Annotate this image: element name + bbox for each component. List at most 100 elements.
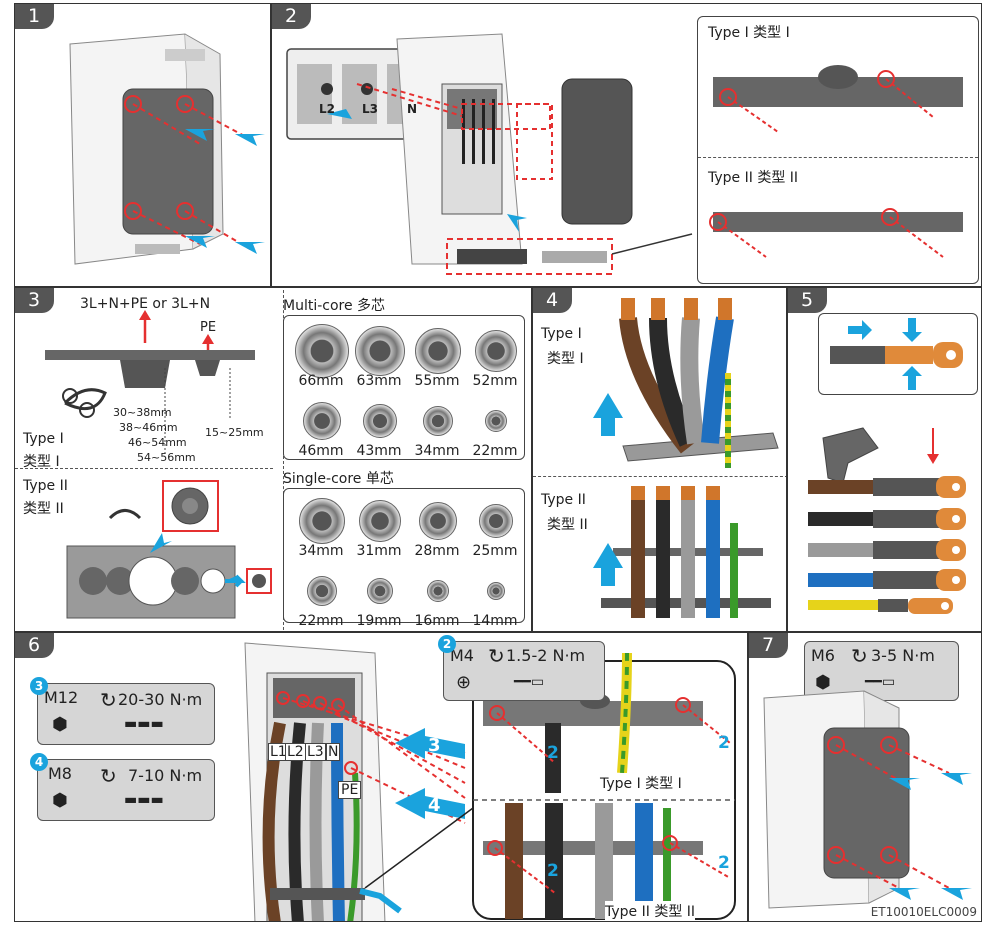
step-number: 2: [272, 4, 311, 29]
gland-size-item: 19mm: [350, 565, 408, 631]
panel-step-6: 6 M12 ⬢ ↻ 20-30 N·m ▬▬▬ 3 M8 ⬢ ↻ 7-10 N·…: [14, 632, 748, 922]
type1-text: Type I: [541, 326, 582, 342]
cover-removal-illustration: [69, 33, 265, 265]
terminal-label-l2: L2: [285, 743, 306, 761]
torque-spec-m8: M8 ⬢ ↻ 7-10 N·m ▬▬▬: [37, 759, 215, 821]
gland-ring-icon: [487, 582, 505, 600]
gland-ring-icon: [475, 330, 517, 372]
gland-ring-icon: [307, 576, 337, 606]
gland-size-item: 46mm: [292, 395, 350, 461]
gland-size-item: 16mm: [408, 565, 466, 631]
torque-value: 1.5-2 N·m: [506, 646, 586, 665]
divider: [698, 157, 978, 158]
range-5: 15~25mm: [205, 426, 264, 439]
torque-value: 3-5 N·m: [871, 646, 935, 665]
step-number: 6: [15, 633, 54, 658]
gland-ring-icon: [479, 504, 513, 538]
gland-ring-icon: [367, 578, 393, 604]
gland-size-label: 28mm: [414, 543, 460, 559]
step-arrow-2: 2: [547, 743, 559, 763]
bolt-size: M6: [811, 646, 835, 665]
step-arrow-4: 4: [428, 795, 441, 816]
rotate-icon: ↻: [851, 644, 868, 668]
gland-ring-icon: [295, 324, 349, 378]
rotate-icon: ↻: [488, 644, 505, 668]
range-4: 54~56mm: [137, 451, 196, 464]
gland-size-item: 52mm: [466, 325, 524, 391]
gland-ring-icon: [363, 404, 397, 438]
terminal-label-n: N: [326, 743, 341, 761]
gland-size-label: 31mm: [356, 543, 402, 559]
panel-step-1: 1: [14, 3, 271, 287]
step-arrow-2: 2: [547, 861, 559, 881]
gland-size-label: 46mm: [298, 443, 344, 459]
gland-size-label: 14mm: [472, 613, 518, 629]
panel-step-4: 4 Type I 类型 I Type II 类型 II: [532, 287, 787, 632]
crimp-detail-box: [818, 313, 978, 395]
step-marker-2: 2: [438, 635, 456, 653]
screwdriver-icon: ━━▭: [514, 674, 545, 690]
gland-ring-icon: [299, 498, 345, 544]
panel-step-7: 7 M6 ⬢ ↻ 3-5 N·m ━━▭ ET10010ELC0009: [748, 632, 982, 922]
bolt-size: M4: [450, 646, 474, 665]
multi-core-title: Multi-core 多芯: [283, 298, 386, 314]
pe-label: PE: [200, 320, 217, 335]
type1-gland-label: 3L+N+PE or 3L+N: [80, 296, 211, 312]
gland-ring-icon: [359, 500, 401, 542]
hex-icon: ⬢: [52, 790, 68, 811]
gland-size-item: 22mm: [466, 395, 524, 461]
gland-ring-icon: [423, 406, 453, 436]
torque-spec-m6: M6 ⬢ ↻ 3-5 N·m ━━▭: [804, 641, 959, 701]
torque-value: 7-10 N·m: [128, 766, 203, 785]
type1-text: Type I: [23, 431, 64, 447]
range-3: 46~54mm: [128, 436, 187, 449]
type1-cn-text: 类型 I: [547, 351, 584, 367]
gland-size-item: 34mm: [408, 395, 466, 461]
range-1: 30~38mm: [113, 406, 172, 419]
type2-text: Type II: [23, 478, 68, 494]
step-arrow-2: 2: [718, 733, 730, 753]
terminal-label-l3: L3: [362, 102, 378, 116]
terminal-cover-illustration: [286, 33, 693, 275]
type2-cn-text: 类型 II: [547, 517, 588, 533]
rotate-icon: ↻: [100, 764, 117, 788]
gland-ring-icon: [303, 402, 341, 440]
hex-icon: ⬢: [52, 714, 68, 735]
gland-size-label: 34mm: [414, 443, 460, 459]
type2-gland-illustration: [66, 480, 272, 619]
gland-size-label: 25mm: [472, 543, 518, 559]
terminal-label-pe: PE: [338, 781, 362, 799]
hex-icon: ⬢: [815, 672, 831, 693]
multi-core-box: [283, 315, 525, 460]
type-ii-label: Type II 类型 II: [605, 901, 696, 921]
gland-size-label: 19mm: [356, 613, 402, 629]
step-marker-4: 4: [30, 753, 48, 771]
gland-size-label: 55mm: [414, 373, 460, 389]
step-number: 7: [749, 633, 788, 658]
bolt-size: M8: [48, 764, 72, 783]
type2-cn-text: 类型 II: [23, 501, 64, 517]
type-i-label: Type I 类型 I: [600, 773, 682, 793]
gland-size-item: 34mm: [292, 495, 350, 561]
gland-size-item: 66mm: [292, 324, 350, 391]
gland-size-label: 16mm: [414, 613, 460, 629]
wrench-icon: ▬▬▬: [124, 792, 164, 808]
step-number: 3: [15, 288, 54, 313]
torque-spec-m4: M4 ⊕ ↻ 1.5-2 N·m ━━▭: [443, 641, 605, 701]
step-marker-3: 3: [30, 677, 48, 695]
type-comparison-box: Type I 类型 I Type II 类型 II: [697, 16, 979, 284]
torque-value: 20-30 N·m: [118, 690, 203, 709]
gland-size-item: 25mm: [466, 495, 524, 561]
range-2: 38~46mm: [119, 421, 178, 434]
type-i-label: Type I 类型 I: [708, 25, 790, 41]
gland-size-label: 66mm: [298, 373, 344, 389]
bolt-size: M12: [44, 688, 79, 707]
panel-step-3: 3 3L+N+PE or 3L+N PE 30~38mm 38~46mm 46~…: [14, 287, 532, 632]
gland-size-label: 43mm: [356, 443, 402, 459]
cover-install-illustration: [763, 690, 972, 909]
step-number: 4: [533, 288, 572, 313]
terminal-label-n: N: [407, 102, 418, 116]
gland-ring-icon: [427, 580, 449, 602]
panel-step-2: 2 L2 L3 N Type I 类型 I Type II 类型 II: [271, 3, 982, 287]
gland-plate-screws-illustration: [709, 65, 963, 258]
